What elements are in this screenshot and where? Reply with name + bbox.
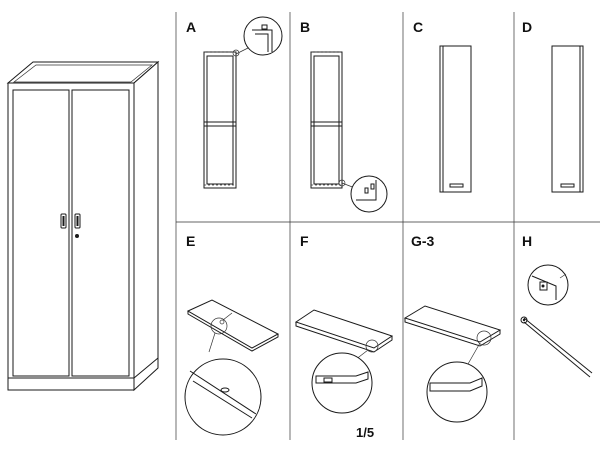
page-number: 1/5 [356,425,374,440]
shelf-icon [294,309,394,353]
panel-label-h: H [522,233,532,249]
panel-label-g3: G-3 [411,233,435,249]
detail-magnifier-icon [184,332,262,436]
panel-label-c: C [413,19,423,35]
detail-magnifier-icon [426,330,492,423]
door-panel-icon [551,45,584,193]
panel-c: C [413,19,472,193]
panel-f: F 1/5 [294,233,394,440]
panel-d: D [522,19,584,193]
detail-magnifier-icon [232,16,283,57]
panel-grid [175,12,600,440]
panel-label-d: D [522,19,532,35]
panel-e: E [184,233,280,436]
side-panel-icon [310,51,343,189]
detail-magnifier-icon [311,339,379,414]
panel-label-f: F [300,233,309,249]
side-panel-icon [203,51,237,189]
panel-label-e: E [186,233,195,249]
shelf-icon [403,305,502,347]
panel-b: B [300,19,388,213]
panel-label-a: A [186,19,196,35]
door-panel-icon [439,45,472,193]
detail-magnifier-icon [338,175,388,213]
detail-magnifier-icon [527,264,569,306]
panel-g3: G-3 [403,233,502,423]
hanging-rod-icon [520,316,593,378]
panel-h: H [520,233,593,378]
shelf-icon [186,299,280,352]
cabinet-illustration [6,60,160,392]
panel-label-b: B [300,19,310,35]
panel-a: A [186,16,283,189]
